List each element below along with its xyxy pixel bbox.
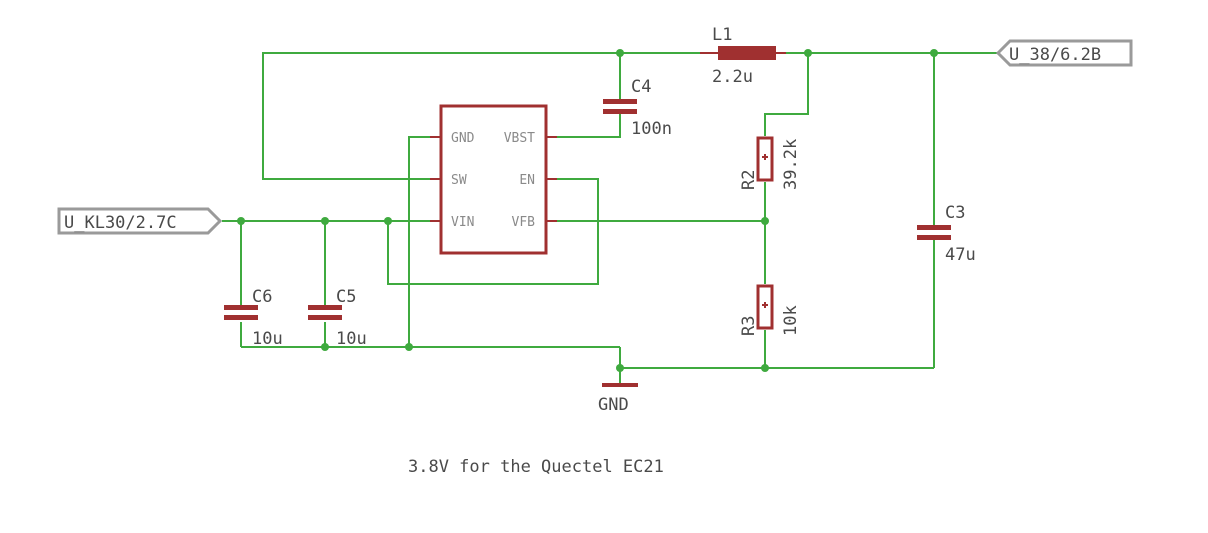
junction-dot [237, 217, 245, 225]
wire-en-loop [387, 178, 599, 285]
junction-dot [930, 49, 938, 57]
wire-sw-top-loop [262, 52, 722, 180]
inductor-l1[interactable]: L1 2.2u [700, 25, 786, 87]
c6-value: 10u [252, 329, 283, 349]
c3-plate-bottom [917, 235, 951, 240]
junction-dot [616, 364, 624, 372]
r3-body [756, 284, 774, 330]
c5-value: 10u [336, 329, 367, 349]
capacitor-c5[interactable]: C5 10u [308, 287, 367, 349]
capacitor-c4[interactable]: C4 100n [603, 77, 672, 139]
r2-value: 39.2k [781, 139, 801, 190]
junction-dot [321, 217, 329, 225]
r3-name: R3 [739, 316, 759, 336]
ic-pin-label-vfb: VFB [512, 215, 536, 230]
c4-plate-top [603, 99, 637, 104]
junction-dot [804, 49, 812, 57]
c3-name: C3 [945, 203, 965, 223]
wires [222, 52, 998, 384]
l1-body [718, 46, 776, 60]
ground-bar [602, 383, 638, 387]
output-net-label: U_38/6.2B [1009, 45, 1101, 65]
capacitor-c3[interactable]: C3 47u [917, 203, 976, 265]
r3-value: 10k [781, 305, 801, 336]
junction-dot [405, 343, 413, 351]
output-net-flag[interactable]: U_38/6.2B [995, 39, 1133, 67]
resistor-r3[interactable]: R3 10k [739, 284, 801, 336]
ic-pin-label-vbst: VBST [504, 131, 535, 146]
junction-dot [761, 364, 769, 372]
schematic-note: 3.8V for the Quectel EC21 [408, 457, 664, 477]
wire-c4-vbst [547, 114, 621, 138]
junction-dot [384, 217, 392, 225]
ic-pin-label-en: EN [519, 173, 535, 188]
junctions [237, 49, 938, 372]
regulator-ic[interactable]: GND SW VIN VBST EN VFB [430, 104, 557, 255]
output-flag-shape [995, 39, 1133, 67]
ground-label: GND [598, 395, 629, 415]
input-net-label: U_KL30/2.7C [64, 213, 177, 233]
resistor-r2[interactable]: R2 39.2k [739, 136, 801, 190]
c6-plate-top [224, 305, 258, 310]
wire-ic-gnd [408, 136, 430, 347]
c5-plate-top [308, 305, 342, 310]
ic-pin-label-vin: VIN [451, 215, 474, 230]
c5-name: C5 [336, 287, 356, 307]
c4-name: C4 [631, 77, 651, 97]
junction-dot [761, 217, 769, 225]
l1-name: L1 [712, 25, 732, 45]
r2-name: R2 [739, 170, 759, 190]
c4-plate-bottom [603, 109, 637, 114]
junction-dot [321, 343, 329, 351]
ground-symbol[interactable]: GND [598, 383, 638, 415]
junction-dot [616, 49, 624, 57]
c6-plate-bottom [224, 315, 258, 320]
capacitor-c6[interactable]: C6 10u [224, 287, 283, 349]
c6-name: C6 [252, 287, 272, 307]
ic-pin-label-sw: SW [451, 173, 467, 188]
r2-body [756, 136, 774, 182]
input-flag-shape [57, 207, 223, 235]
c4-value: 100n [631, 119, 672, 139]
ic-pin-label-gnd: GND [451, 131, 475, 146]
c3-plate-top [917, 225, 951, 230]
c5-plate-bottom [308, 315, 342, 320]
input-net-flag[interactable]: U_KL30/2.7C [57, 207, 223, 235]
c3-value: 47u [945, 245, 976, 265]
l1-value: 2.2u [712, 67, 753, 87]
wire-r2-top [764, 53, 809, 136]
